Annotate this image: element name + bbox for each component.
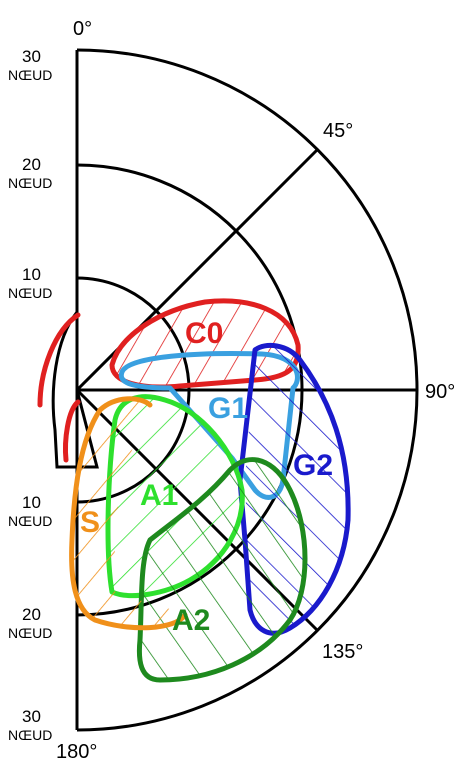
speed-unit-10-top: NŒUD — [8, 285, 52, 301]
angle-label-90: 90° — [425, 381, 455, 403]
angle-label-180: 180° — [56, 741, 97, 763]
speed-label-20-top: 20 — [22, 155, 41, 174]
zone-c0-left-arc — [37, 312, 81, 408]
zone-label-s: S — [80, 506, 100, 539]
speed-label-30-bottom: 30 — [22, 707, 41, 726]
speed-unit-30-top: NŒUD — [8, 67, 52, 83]
speed-label-10-top: 10 — [22, 265, 41, 284]
zone-s — [69, 396, 188, 631]
zone-s-fill — [71, 398, 185, 628]
angle-label-135: 135° — [322, 641, 363, 663]
speed-label-10-bottom: 10 — [22, 493, 41, 512]
speed-unit-10-bottom: NŒUD — [8, 513, 52, 529]
zone-label-g2: G2 — [293, 449, 333, 482]
speed-label-20-bottom: 20 — [22, 605, 41, 624]
zone-c0-left-arc-low — [63, 399, 81, 463]
speed-unit-20-top: NŒUD — [8, 175, 52, 191]
zone-label-g1: G1 — [208, 392, 248, 425]
zone-a2-fill — [139, 459, 305, 680]
zone-a2 — [136, 457, 308, 683]
zone-label-a1: A1 — [140, 479, 178, 512]
speed-unit-30-bottom: NŒUD — [8, 727, 52, 743]
speed-label-30-top: 30 — [22, 47, 41, 66]
angle-label-45: 45° — [323, 120, 353, 142]
zone-label-c0: C0 — [185, 317, 223, 350]
speed-unit-20-bottom: NŒUD — [8, 625, 52, 641]
angle-label-0: 0° — [73, 18, 92, 40]
zone-label-a2: A2 — [172, 604, 210, 637]
